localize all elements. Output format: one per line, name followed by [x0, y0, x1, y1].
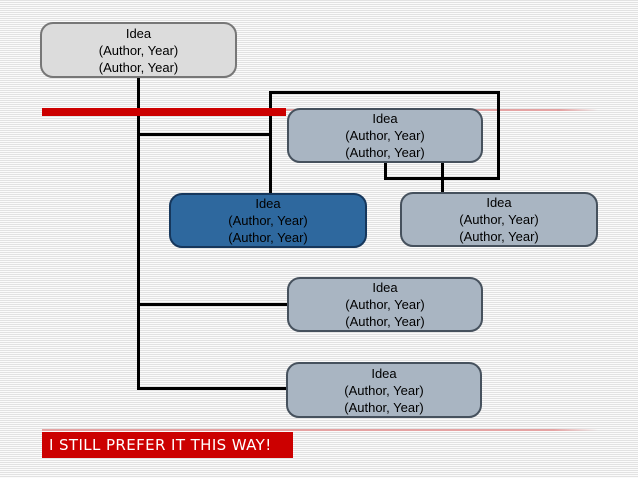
connector-trunk-to-rect — [137, 133, 272, 136]
node-citation: (Author, Year) — [345, 297, 425, 312]
idea-node-center: Idea (Author, Year) (Author, Year) — [287, 108, 483, 163]
idea-node-highlighted: Idea (Author, Year) (Author, Year) — [169, 193, 367, 248]
node-title: Idea — [255, 196, 281, 211]
node-title: Idea — [486, 195, 512, 210]
node-title: Idea — [372, 280, 398, 295]
connector-trunk-to-middle-node — [137, 303, 287, 306]
caption-banner-text: I STILL PREFER IT THIS WAY! — [49, 436, 272, 454]
connector-rect-right-edge — [497, 91, 500, 180]
node-title: Idea — [371, 365, 397, 381]
node-citation: (Author, Year) — [344, 382, 424, 398]
connector-rect-left-edge — [269, 91, 272, 195]
idea-node-middle: Idea (Author, Year) (Author, Year) — [287, 277, 483, 332]
idea-node-right: Idea (Author, Year) (Author, Year) — [400, 192, 598, 247]
idea-node-bottom: Idea (Author, Year) (Author, Year) — [286, 362, 482, 418]
node-citation: (Author, Year) — [228, 213, 308, 228]
node-citation: (Author, Year) — [345, 128, 425, 143]
node-citation: (Author, Year) — [228, 230, 308, 245]
node-citation: (Author, Year) — [459, 229, 539, 244]
connector-rect-top-edge — [269, 91, 500, 94]
node-citation: (Author, Year) — [459, 212, 539, 227]
connector-trunk-to-bottom-node — [137, 387, 287, 390]
node-citation: (Author, Year) — [344, 399, 424, 415]
connector-trunk-vertical — [137, 78, 140, 390]
red-accent-bar — [42, 108, 286, 116]
caption-banner: I STILL PREFER IT THIS WAY! — [42, 432, 293, 458]
node-title: Idea — [372, 111, 398, 126]
thin-accent-line-bottom — [42, 429, 598, 431]
connector-center-stub — [384, 161, 387, 180]
connector-stub-to-right-node — [441, 161, 444, 194]
node-title: Idea — [125, 25, 152, 41]
node-citation: (Author, Year) — [98, 59, 179, 75]
node-citation: (Author, Year) — [98, 42, 179, 58]
node-citation: (Author, Year) — [345, 145, 425, 160]
node-citation: (Author, Year) — [345, 314, 425, 329]
idea-node-top: Idea (Author, Year) (Author, Year) — [40, 22, 237, 78]
